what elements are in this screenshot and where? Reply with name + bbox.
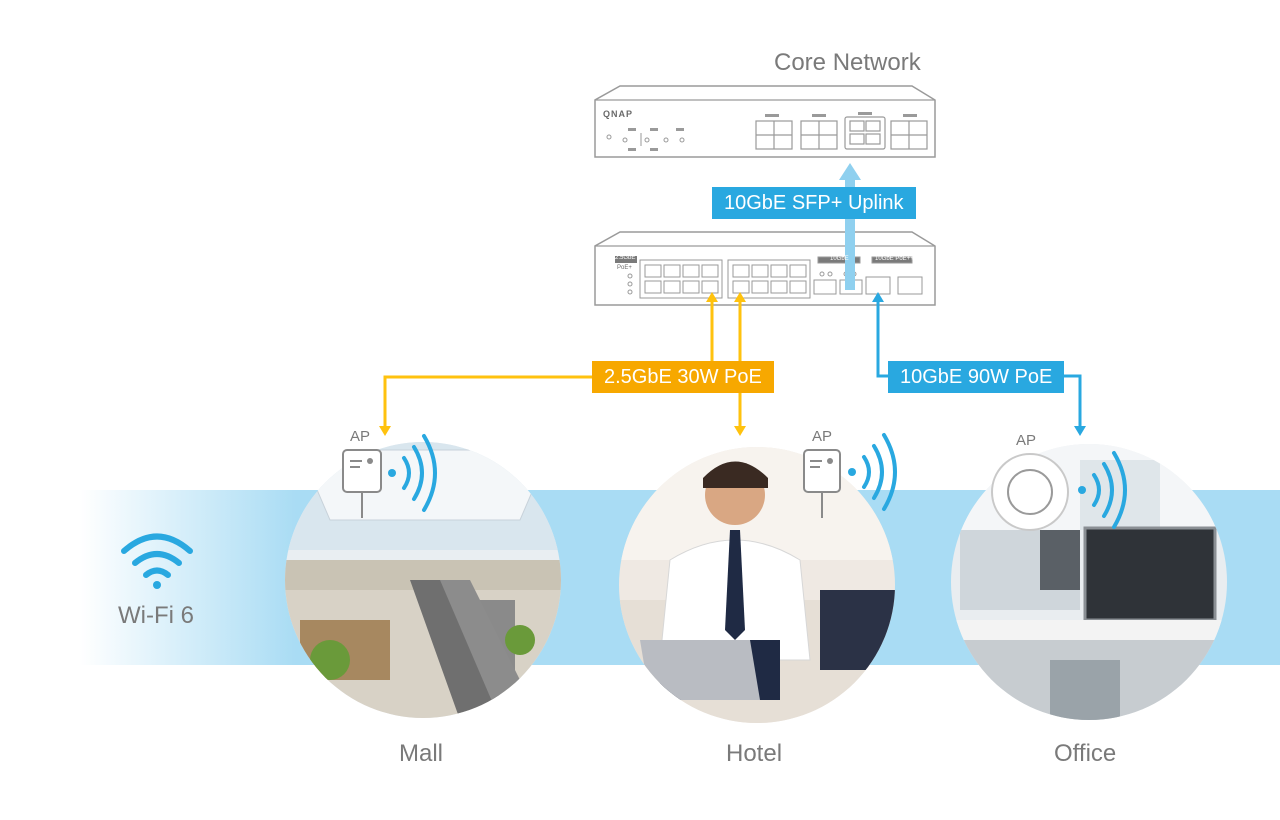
location-hotel: Hotel <box>726 740 783 767</box>
core-network-title: Core Network <box>774 49 921 76</box>
uplink-arrow <box>839 163 861 290</box>
ap-device-mall <box>342 449 382 518</box>
wifi-icon <box>121 533 193 589</box>
ap-device-office <box>991 453 1069 531</box>
uplink-label: 10GbE SFP+ Uplink <box>712 187 916 219</box>
switch-label-poe-10g: 10GbE PoE++ <box>875 256 914 262</box>
access-switch <box>594 231 936 306</box>
core-switch <box>594 85 936 158</box>
arrow-up-25g-2 <box>734 292 746 302</box>
switch-label-25g: 2.5GbE <box>615 255 636 261</box>
wifi-waves-office <box>1078 451 1127 529</box>
arrow-down-hotel <box>734 426 746 436</box>
arrow-up-25g-1 <box>706 292 718 302</box>
ap-label-office: AP <box>1016 432 1037 449</box>
arrow-down-office <box>1074 426 1086 436</box>
wifi-waves-mall <box>388 434 437 512</box>
wifi-waves-hotel <box>848 433 897 511</box>
mall-photo <box>285 442 561 718</box>
ap-device-hotel <box>803 449 841 518</box>
arrow-up-10g <box>872 292 884 302</box>
location-mall: Mall <box>399 740 444 767</box>
location-office: Office <box>1054 740 1117 767</box>
brand-logo-text: QNAP <box>603 109 634 119</box>
wifi6-label: Wi-Fi 6 <box>118 602 194 629</box>
arrow-down-mall <box>379 426 391 436</box>
ap-label-hotel: AP <box>812 428 833 445</box>
office-photo <box>951 444 1227 720</box>
ap-label-mall: AP <box>350 428 371 445</box>
poe-25g-label: 2.5GbE 30W PoE <box>592 361 774 393</box>
poe-10g-label: 10GbE 90W PoE <box>888 361 1065 393</box>
switch-label-poe: PoE+ <box>617 265 632 271</box>
switch-label-10g: 10GbE <box>830 256 849 262</box>
